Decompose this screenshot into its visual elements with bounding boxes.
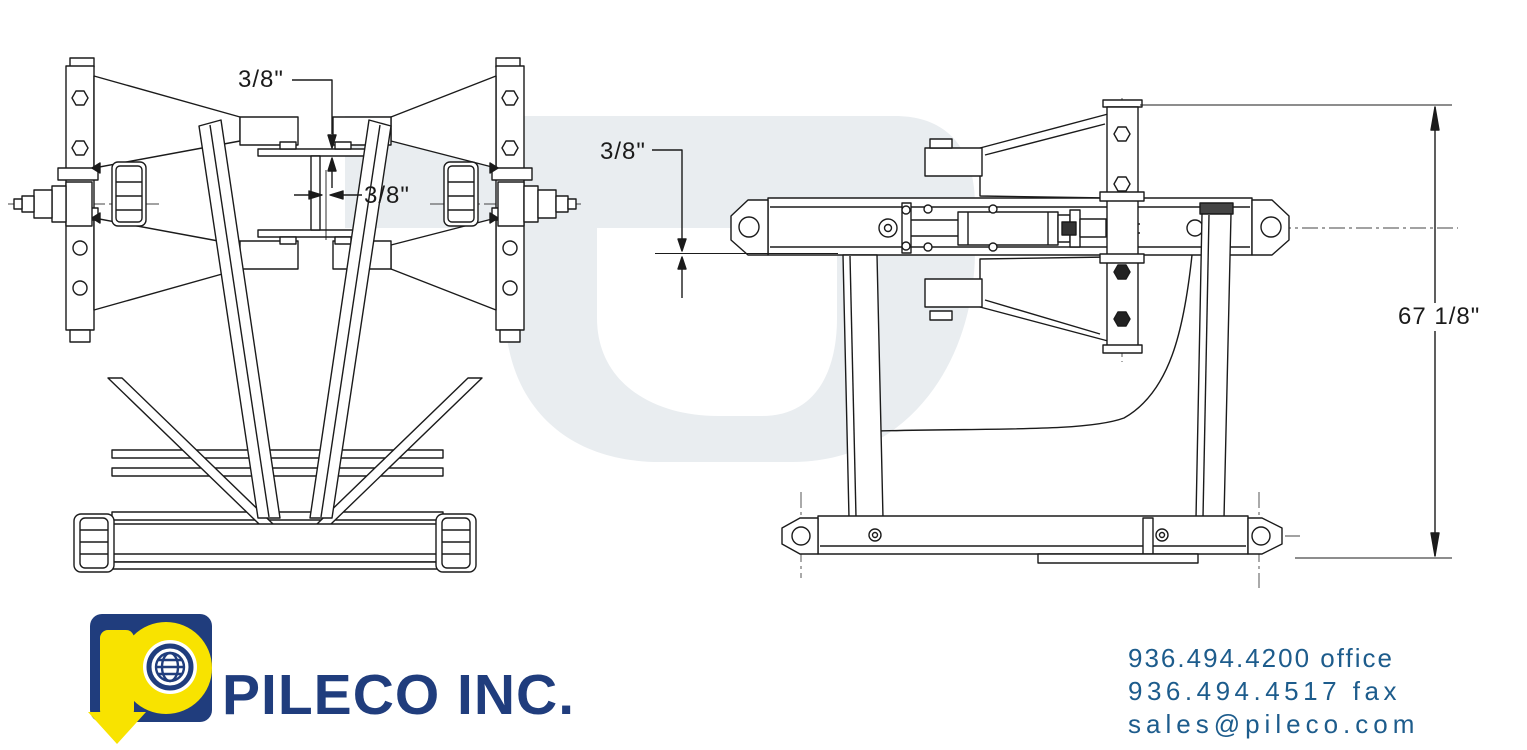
pileco-logo <box>88 614 212 744</box>
front-view-drawing <box>8 57 582 573</box>
contact-office-phone: 936.494.4200 office <box>1128 643 1394 673</box>
front-legs <box>198 119 392 519</box>
side-dim-top-gap-label: 3/8" <box>600 138 646 165</box>
company-name: PILECO INC. <box>222 663 576 727</box>
front-dim-side-gap-label: 3/8" <box>364 182 410 209</box>
side-jaw-arms <box>924 113 1109 342</box>
front-dim-top-gap-label: 3/8" <box>238 66 284 93</box>
front-dim-top-gap-lines <box>292 79 337 188</box>
side-bottom-beam <box>781 515 1283 564</box>
contact-info: 936.494.4200 office 936.494.4517 fax sal… <box>1128 642 1419 741</box>
side-curved-gusset <box>877 254 1193 432</box>
side-main-beam <box>730 197 1290 256</box>
front-left-clamp <box>13 161 147 227</box>
contact-email: sales@pileco.com <box>1128 709 1420 739</box>
side-view-drawing <box>652 98 1458 588</box>
p-arrow-globe-icon <box>88 622 212 744</box>
side-dim-top-gap-lines <box>652 149 838 298</box>
front-post-bolts <box>71 90 519 296</box>
side-hydraulic-cylinder <box>878 202 1204 254</box>
front-bottom-beam <box>73 513 477 573</box>
side-dim-height-lines <box>1140 104 1452 559</box>
front-right-clamp <box>443 161 577 227</box>
side-dim-height-label: 67 1/8" <box>1394 303 1485 331</box>
front-dim-side-gap-lines <box>294 170 362 240</box>
contact-fax: 936.494.4517 fax <box>1128 676 1401 706</box>
side-post <box>1099 99 1145 354</box>
